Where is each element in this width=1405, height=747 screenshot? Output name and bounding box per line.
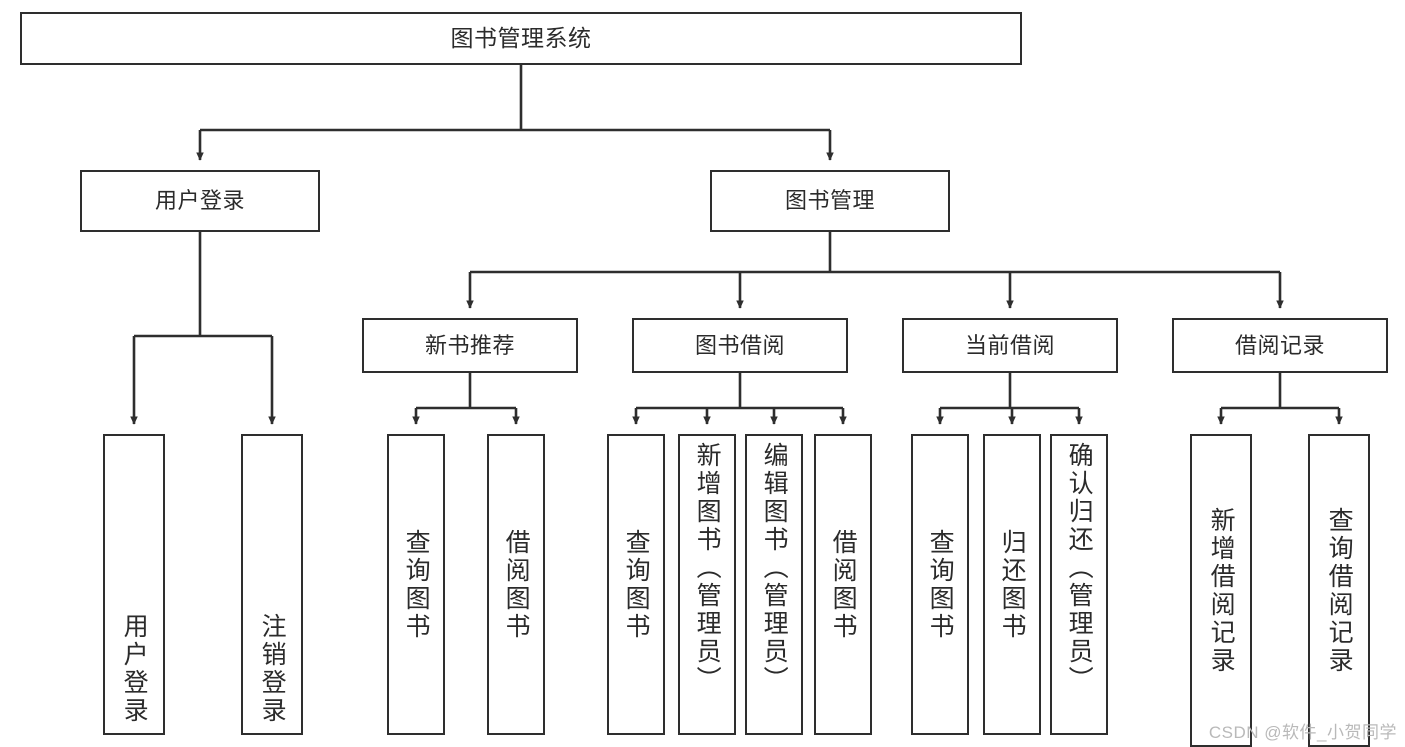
- node-leaf-confirm-return[interactable]: 确认归还（管理员）: [1050, 434, 1108, 735]
- node-user-login-label: 用户登录: [154, 188, 245, 214]
- node-leaf-borrow-book-2[interactable]: 借阅图书: [814, 434, 872, 735]
- node-leaf-user-logout-label: 注销登录: [258, 613, 287, 725]
- node-leaf-query-book-3[interactable]: 查询图书: [911, 434, 969, 735]
- node-leaf-return-book-label: 归还图书: [998, 528, 1027, 641]
- node-leaf-user-logout[interactable]: 注销登录: [241, 434, 303, 735]
- node-leaf-user-login[interactable]: 用户登录: [103, 434, 165, 735]
- node-current-borrow-label: 当前借阅: [964, 332, 1055, 358]
- node-leaf-add-book[interactable]: 新增图书（管理员）: [678, 434, 736, 735]
- node-leaf-query-record[interactable]: 查询借阅记录: [1308, 434, 1370, 747]
- node-leaf-borrow-book-1-label: 借阅图书: [502, 528, 531, 641]
- node-root-label: 图书管理系统: [450, 24, 592, 51]
- node-book-borrow[interactable]: 图书借阅: [632, 318, 848, 373]
- node-current-borrow[interactable]: 当前借阅: [902, 318, 1118, 373]
- node-borrow-record-label: 借阅记录: [1234, 332, 1325, 358]
- node-leaf-edit-book[interactable]: 编辑图书（管理员）: [745, 434, 803, 735]
- csdn-watermark: CSDN @软件_小贺同学: [1208, 723, 1397, 742]
- node-borrow-record[interactable]: 借阅记录: [1172, 318, 1388, 373]
- node-leaf-edit-book-label: 编辑图书（管理员）: [760, 442, 789, 694]
- node-new-book-recommend-label: 新书推荐: [424, 332, 515, 358]
- node-root[interactable]: 图书管理系统: [20, 12, 1022, 65]
- node-new-book-recommend[interactable]: 新书推荐: [362, 318, 578, 373]
- node-book-manage-label: 图书管理: [784, 188, 875, 214]
- node-leaf-borrow-book-1[interactable]: 借阅图书: [487, 434, 545, 735]
- node-leaf-add-record[interactable]: 新增借阅记录: [1190, 434, 1252, 747]
- node-leaf-user-login-label: 用户登录: [120, 613, 149, 725]
- node-leaf-add-record-label: 新增借阅记录: [1207, 506, 1236, 675]
- node-leaf-query-book-3-label: 查询图书: [926, 528, 955, 641]
- node-leaf-query-book-2-label: 查询图书: [622, 528, 651, 641]
- node-leaf-query-book-1[interactable]: 查询图书: [387, 434, 445, 735]
- node-leaf-confirm-return-label: 确认归还（管理员）: [1065, 442, 1094, 694]
- node-leaf-query-record-label: 查询借阅记录: [1325, 506, 1354, 675]
- node-leaf-add-book-label: 新增图书（管理员）: [693, 442, 722, 694]
- node-leaf-return-book[interactable]: 归还图书: [983, 434, 1041, 735]
- node-leaf-borrow-book-2-label: 借阅图书: [829, 528, 858, 641]
- node-leaf-query-book-2[interactable]: 查询图书: [607, 434, 665, 735]
- node-user-login[interactable]: 用户登录: [80, 170, 320, 232]
- node-book-manage[interactable]: 图书管理: [710, 170, 950, 232]
- node-book-borrow-label: 图书借阅: [694, 332, 785, 358]
- node-leaf-query-book-1-label: 查询图书: [402, 528, 431, 641]
